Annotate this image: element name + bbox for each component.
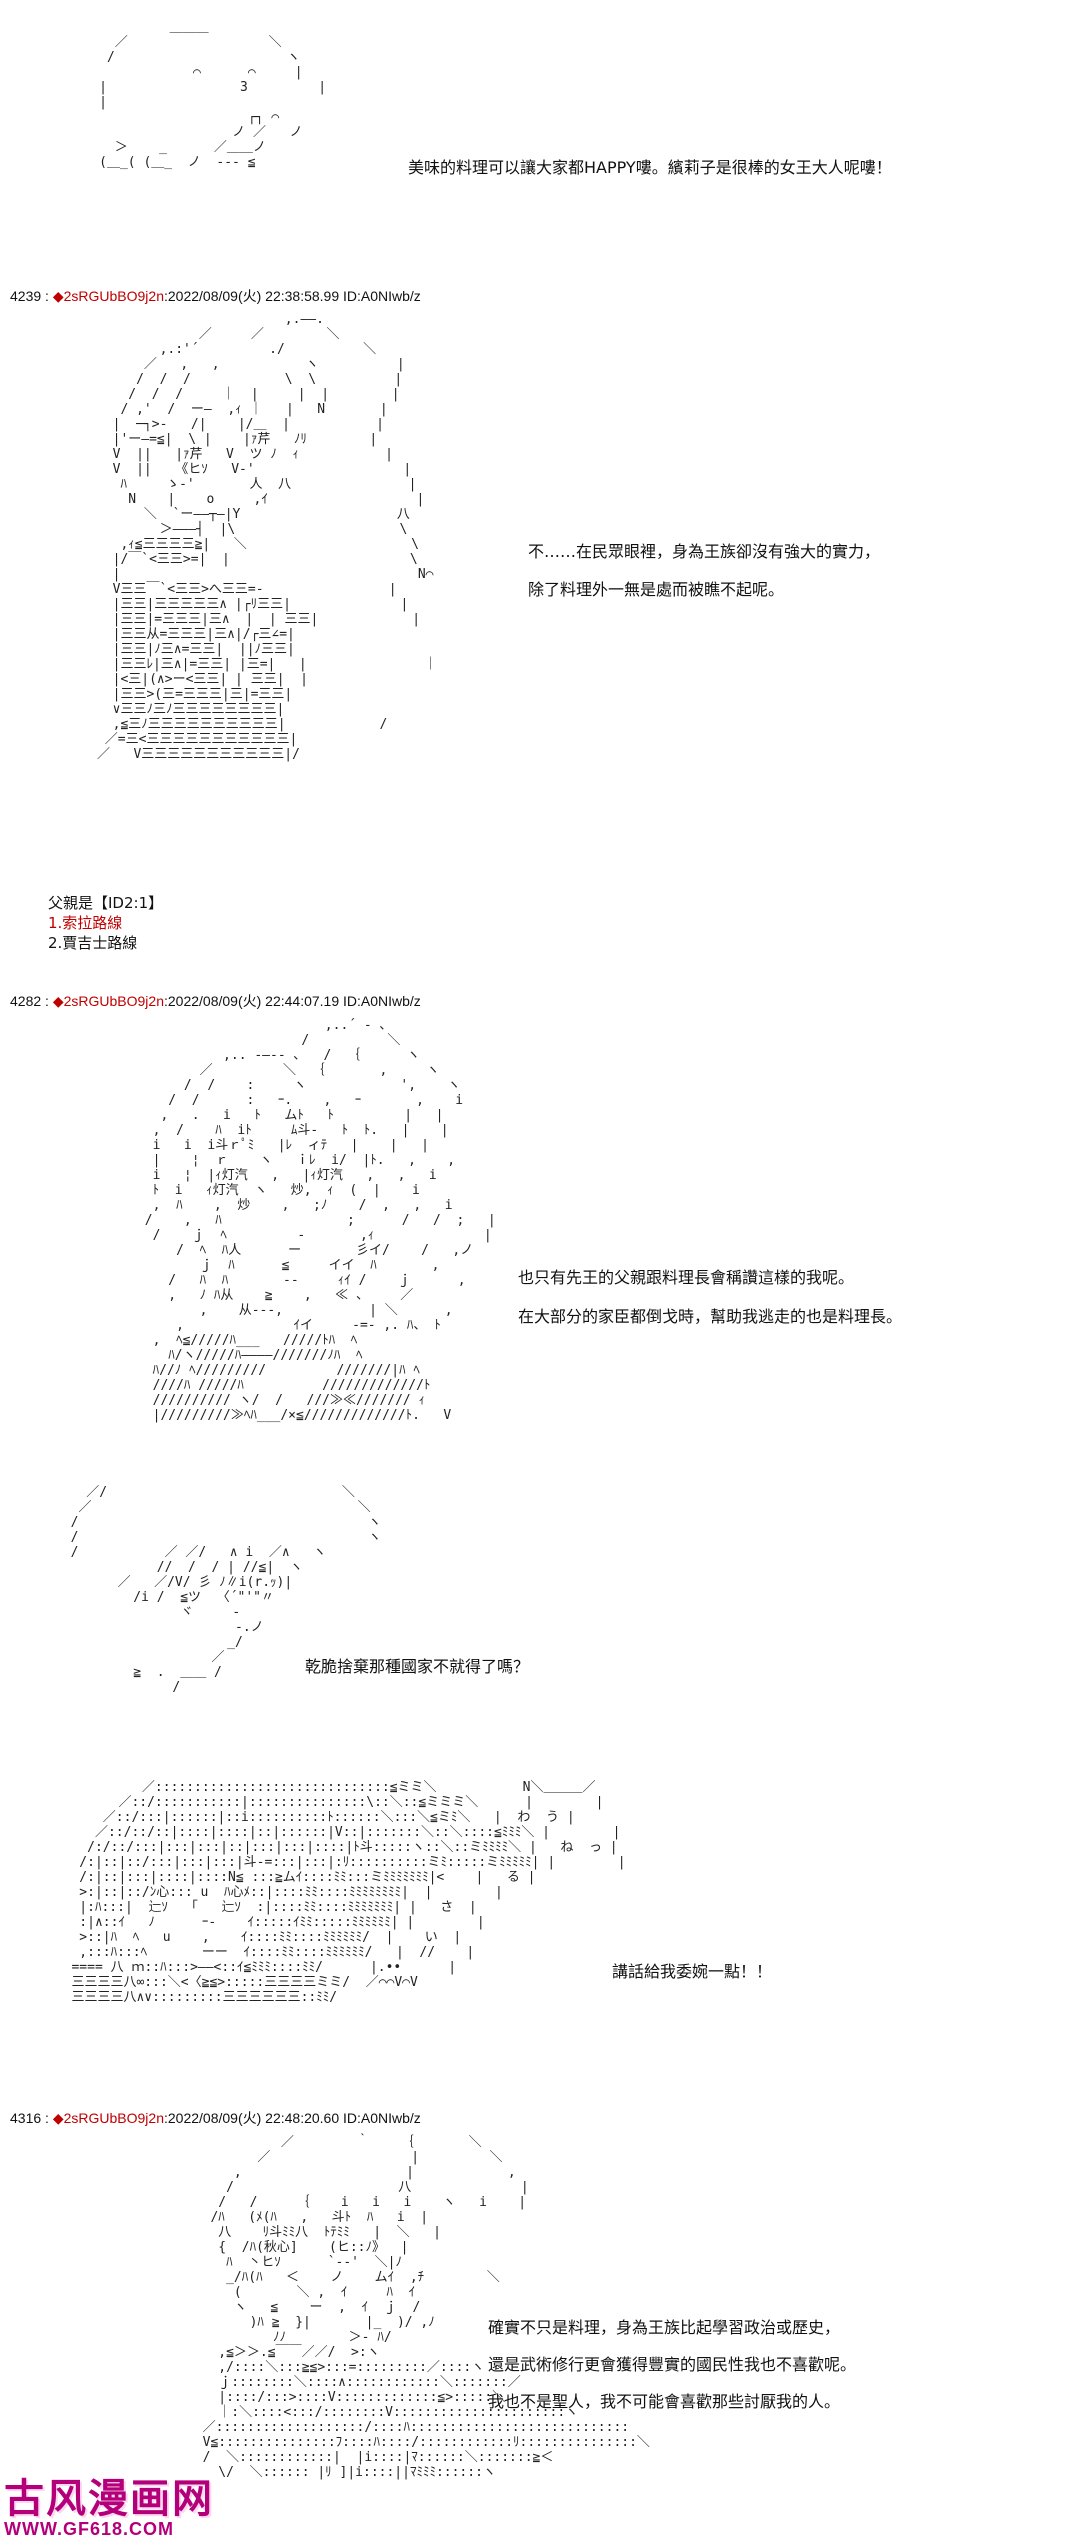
dialog-4239-line-1: 不……在民眾眼裡，身為王族卻沒有強大的實力，: [528, 542, 881, 561]
dialog-4282-line-2: 在大部分的家臣都倒戈時，幫助我逃走的也是料理長。: [518, 1307, 903, 1326]
post-datetime: :2022/08/09(火) 22:48:20.60 ID:A0NIwb/z: [163, 2110, 421, 2126]
site-logo: 古风漫画网 WWW.GF618.COM: [4, 2475, 244, 2539]
dialog-4282-line-1: 也只有先王的父親跟料理長會稱讚這樣的我呢。: [518, 1268, 855, 1287]
vote-option-2[interactable]: 2.賈吉士路線: [48, 934, 138, 952]
post-header-4316: 4316 : ◆2sRGUbBO9j2n:2022/08/09(火) 22:48…: [10, 2108, 421, 2128]
ascii-art-top: ＿＿＿ ／ ＼ / ヽ ⌒ ⌒ | | 3 | | ┌┐ ⌒ ノ ／ ノ: [99, 20, 327, 170]
dialog-4282-b-line-1: 乾脆捨棄那種國家不就得了嗎？: [305, 1657, 530, 1676]
post-number: 4316 :: [10, 2110, 49, 2126]
dialog-top-line-1: 美味的料理可以讓大家都HAPPY嘍。繽莉子是很棒的女王大人呢嘍！: [408, 158, 892, 177]
post-trip: ◆2sRGUbBO9j2n: [52, 993, 164, 1009]
vote-block: 父親是【ID2:1】 1.索拉路線 2.賈吉士路線: [48, 893, 163, 953]
post-datetime: :2022/08/09(火) 22:38:58.99 ID:A0NIwb/z: [163, 288, 421, 304]
logo-url: WWW.GF618.COM: [4, 2519, 174, 2539]
ascii-art-4282-a: ,..´ ‐ ､ / ＼ ,.. -―‐- ､ / ｛ ヽ ／ ＼ ｛ , ヽ …: [144, 1018, 496, 1423]
ascii-art-4282-b: ／/ ＼ ／ ＼ / ヽ / ヽ / ／ ／/ ∧ i ／∧ ヽ: [70, 1485, 382, 1695]
vote-option-1[interactable]: 1.索拉路線: [48, 914, 123, 932]
ascii-art-4239: ,.――. ／ ／ ＼ ,.:'´ ./ ＼ ／ , , ヽ | / / / \…: [96, 312, 438, 762]
ascii-art-4316: ／ ｀ ｛ ＼ ／ | ＼ , | , / 八 | / / ｛ i i: [202, 2135, 650, 2480]
logo-title: 古风漫画网: [4, 2475, 214, 2522]
vote-label: 父親是【ID2:1】: [48, 894, 164, 912]
dialog-4282-c-line-1: 講話給我委婉一點！！: [612, 1962, 773, 1981]
post-trip: ◆2sRGUbBO9j2n: [52, 288, 164, 304]
dialog-4239-line-2: 除了料理外一無是處而被瞧不起呢。: [528, 580, 785, 599]
dialog-4316-line-3: 我也不是聖人，我不可能會喜歡那些討厭我的人。: [488, 2392, 841, 2411]
dialog-4316-line-2: 還是武術修行更會獲得豐實的國民性我也不喜歡呢。: [488, 2355, 857, 2374]
dialog-4316-line-1: 確實不只是料理，身為王族比起學習政治或歷史，: [488, 2318, 841, 2337]
post-header-4282: 4282 : ◆2sRGUbBO9j2n:2022/08/09(火) 22:44…: [10, 991, 421, 1011]
post-header-4239: 4239 : ◆2sRGUbBO9j2n:2022/08/09(火) 22:38…: [10, 286, 421, 306]
post-number: 4282 :: [10, 993, 49, 1009]
post-datetime: :2022/08/09(火) 22:44:07.19 ID:A0NIwb/z: [163, 993, 421, 1009]
post-trip: ◆2sRGUbBO9j2n: [52, 2110, 164, 2126]
ascii-art-4282-c: ／::::::::::::::::::::::::::::::≦ミミ＼ N＼＿＿…: [71, 1780, 626, 2005]
post-number: 4239 :: [10, 288, 49, 304]
